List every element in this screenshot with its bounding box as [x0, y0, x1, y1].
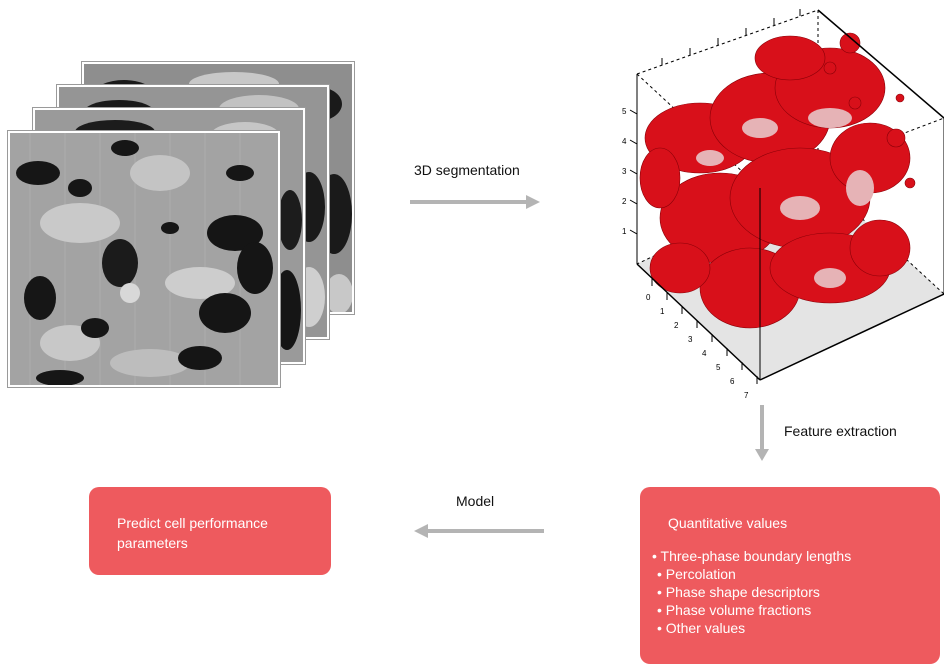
x-tick: 1 [660, 307, 665, 316]
feature-extraction-label: Feature extraction [784, 423, 897, 439]
model-arrow [414, 524, 544, 538]
x-tick: 4 [702, 349, 707, 358]
segmentation-arrow [410, 195, 540, 209]
z-tick: 1 [622, 227, 627, 236]
x-tick: 2 [674, 321, 679, 330]
predict-performance-box: Predict cell performance parameters [89, 487, 331, 575]
slice-1 [8, 131, 280, 387]
z-tick: 4 [622, 137, 627, 146]
x-tick: 0 [646, 293, 651, 302]
list-item: • Phase volume fractions [657, 602, 812, 618]
quantitative-values-title: Quantitative values [668, 515, 788, 531]
x-tick: 5 [716, 363, 721, 372]
predict-text-line2: parameters [117, 535, 188, 551]
x-tick: 3 [688, 335, 693, 344]
feature-extraction-arrow [755, 405, 769, 461]
list-item: • Three-phase boundary lengths [652, 548, 852, 564]
segmentation-label: 3D segmentation [414, 162, 520, 178]
predict-text-line1: Predict cell performance [117, 515, 268, 531]
z-tick: 5 [622, 107, 627, 116]
segmented-volume-plot: 1 2 3 4 5 0 1 2 3 4 5 6 7 [622, 9, 944, 400]
quantitative-values-box: Quantitative values • Three-phase bounda… [640, 487, 940, 664]
list-item: • Percolation [657, 566, 736, 582]
model-label: Model [456, 493, 495, 509]
x-tick: 6 [730, 377, 735, 386]
list-item: • Other values [657, 620, 746, 636]
z-tick: 3 [622, 167, 627, 176]
list-item: • Phase shape descriptors [657, 584, 820, 600]
x-tick: 7 [744, 391, 749, 400]
z-tick: 2 [622, 197, 627, 206]
